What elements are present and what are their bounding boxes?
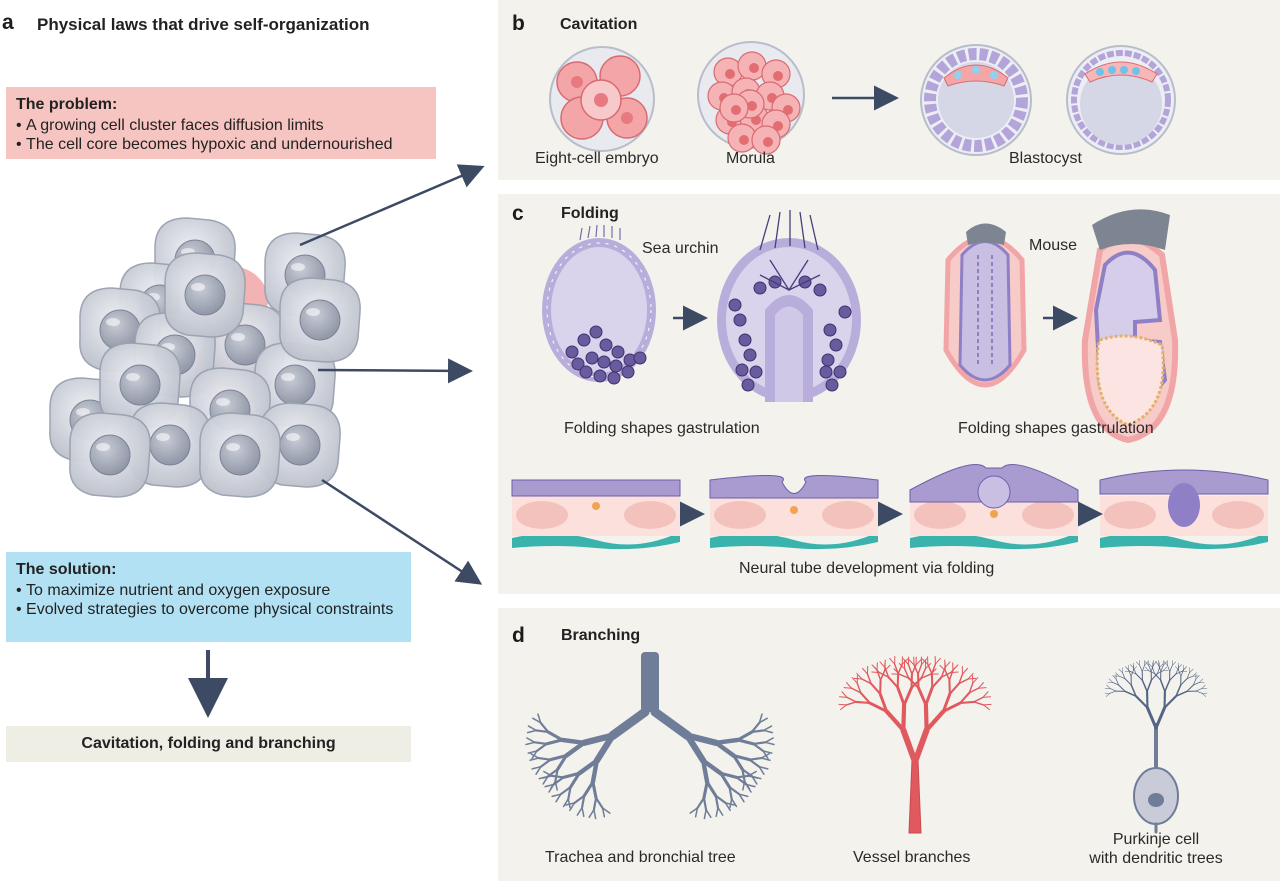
- panel-d-letter: d: [512, 624, 525, 647]
- problem-heading: The problem:: [16, 96, 118, 113]
- problem-box: The problem: A growing cell cluster face…: [6, 87, 436, 159]
- panel-c-background: [498, 194, 1280, 594]
- solution-item-1: To maximize nutrient and oxygen exposure: [16, 581, 401, 600]
- panel-c-letter: c: [512, 202, 524, 225]
- label-vessel-branches: Vessel branches: [853, 849, 971, 866]
- panel-b-title: Cavitation: [560, 16, 638, 33]
- label-eight-cell-embryo: Eight-cell embryo: [535, 150, 659, 167]
- panel-a-title: Physical laws that drive self-organizati…: [37, 15, 370, 34]
- solution-item-2: Evolved strategies to overcome physical …: [16, 600, 401, 619]
- problem-item-2: The cell core becomes hypoxic and undern…: [16, 135, 426, 154]
- cluster-cells: [49, 217, 361, 498]
- panel-b-letter: b: [512, 12, 525, 35]
- label-mouse: Mouse: [1029, 237, 1078, 254]
- caption-neural-tube: Neural tube development via folding: [739, 560, 995, 577]
- cell-cluster-graphic: [49, 164, 485, 718]
- label-blastocyst: Blastocyst: [1009, 150, 1082, 167]
- label-purkinje: Purkinje cell with dendritic trees: [1081, 830, 1231, 868]
- panel-c-title: Folding: [561, 205, 619, 222]
- label-purkinje-line1: Purkinje cell: [1112, 831, 1200, 848]
- label-morula: Morula: [726, 150, 775, 167]
- arrow-to-cavitation: [299, 164, 485, 247]
- label-trachea: Trachea and bronchial tree: [545, 849, 736, 866]
- result-box: Cavitation, folding and branching: [6, 726, 411, 762]
- caption-mouse-gastrulation: Folding shapes gastrulation: [958, 420, 1154, 437]
- problem-item-1: A growing cell cluster faces diffusion l…: [16, 116, 426, 135]
- arrow-to-folding: [317, 358, 473, 384]
- panel-d-background: [498, 608, 1280, 881]
- caption-urchin-gastrulation: Folding shapes gastrulation: [564, 420, 760, 437]
- label-purkinje-line2: with dendritic trees: [1089, 850, 1223, 867]
- result-label: Cavitation, folding and branching: [81, 735, 336, 752]
- label-sea-urchin: Sea urchin: [642, 240, 719, 257]
- arrow-to-branching: [321, 478, 483, 585]
- solution-box: The solution: To maximize nutrient and o…: [6, 552, 411, 642]
- solution-heading: The solution:: [16, 561, 117, 578]
- panel-d-title: Branching: [561, 627, 641, 644]
- panel-a-letter: a: [2, 11, 14, 34]
